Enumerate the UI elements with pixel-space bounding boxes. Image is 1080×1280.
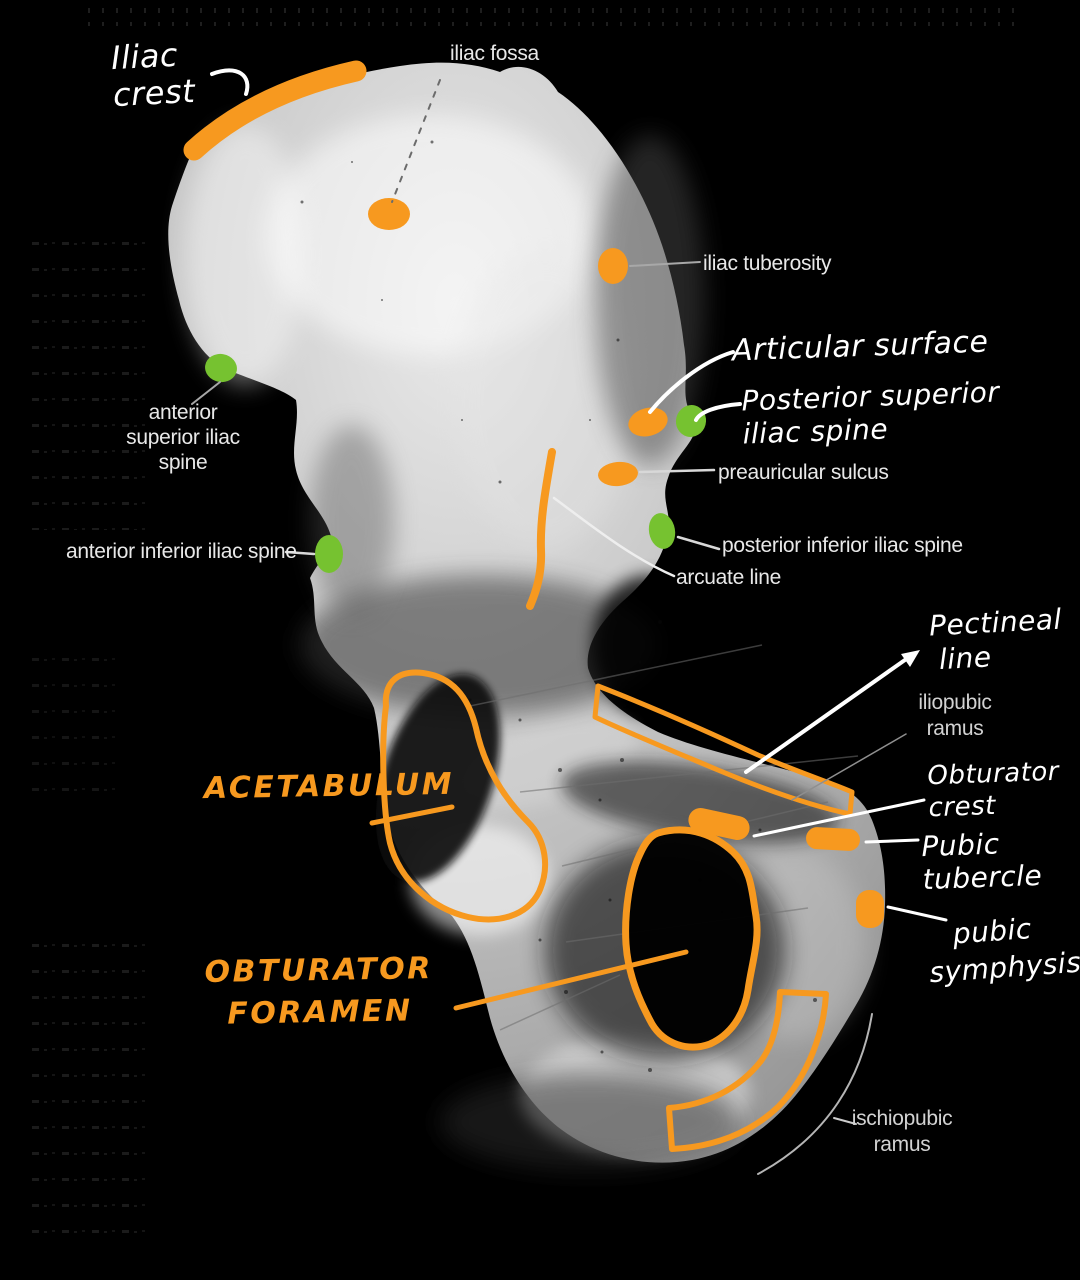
arcuate-line-label: arcuate line bbox=[676, 566, 781, 589]
preauricular-sulcus-label: preauricular sulcus bbox=[718, 461, 889, 484]
bone-speckles bbox=[300, 140, 817, 1072]
pubic-tubercle-spot bbox=[806, 827, 860, 851]
ischiopubic-ramus-label: ischiopubic ramus bbox=[842, 1106, 962, 1158]
iliac-tuberosity-spot bbox=[598, 248, 628, 284]
iliopubic-ramus-label: iliopubic ramus bbox=[900, 690, 1010, 742]
acetabular-fossa-shadow bbox=[375, 673, 501, 883]
obturator-foramen-hole bbox=[625, 829, 758, 1048]
label-line: anterior bbox=[148, 401, 218, 424]
arcuate-line-highlight bbox=[526, 448, 556, 610]
anterior-superior-iliac-spine-spot bbox=[205, 353, 237, 383]
scan-edge-texture-left-upper bbox=[28, 230, 148, 530]
pubic-tubercle-label: Pubic tubercle bbox=[921, 826, 1043, 896]
bone-highlight bbox=[455, 250, 635, 550]
iliopubic-leader bbox=[791, 733, 907, 801]
arcuate-line-leader bbox=[552, 496, 676, 578]
iliac-tuberosity-leader bbox=[629, 261, 701, 267]
label-line: crest bbox=[928, 790, 997, 824]
hip-bone-body bbox=[168, 62, 886, 1170]
obturator-crest-label: Obturator crest bbox=[927, 756, 1061, 825]
iliac-crest-highlight-stripe bbox=[183, 60, 367, 161]
obturator-crest-spot bbox=[688, 808, 750, 840]
orange-outline-highlights bbox=[183, 60, 855, 1152]
sciatic-notch-shadow bbox=[593, 575, 703, 715]
asis-label: anterior superior iliac spine bbox=[116, 400, 250, 475]
piis-leader bbox=[676, 535, 721, 551]
psis-leader bbox=[694, 402, 742, 422]
acetabulum-leader bbox=[369, 804, 455, 826]
bone-shadow bbox=[310, 425, 394, 615]
label-line: ramus bbox=[873, 1133, 931, 1156]
ischiopubic-curve-leader bbox=[757, 1013, 873, 1175]
iliac-fossa-label: iliac fossa bbox=[450, 42, 539, 65]
ischiopubic-short-leader bbox=[833, 1117, 857, 1125]
iliac-crest-label: Iliac crest bbox=[110, 36, 196, 114]
label-line: superior iliac bbox=[126, 426, 240, 449]
asis-leader bbox=[191, 381, 221, 405]
pubic-symphysis-label: pubic symphysis bbox=[926, 907, 1080, 991]
iliac-fossa-leader bbox=[391, 79, 441, 203]
acetabulum-outline bbox=[380, 669, 549, 923]
label-line: Iliac bbox=[110, 35, 179, 78]
bone-highlight bbox=[185, 125, 305, 385]
label-line: tubercle bbox=[922, 858, 1043, 897]
pubic-tubercle-leader bbox=[864, 838, 920, 844]
label-line: ischiopubic bbox=[851, 1107, 953, 1130]
leader-lines bbox=[191, 68, 948, 1175]
piis-label: posterior inferior iliac spine bbox=[722, 534, 963, 557]
anterior-inferior-iliac-spine-spot bbox=[315, 535, 343, 573]
auricular-surface-spot bbox=[628, 407, 668, 437]
label-line: Pubic bbox=[920, 827, 1001, 864]
label-line: crest bbox=[112, 71, 197, 114]
iliac-crest-leader bbox=[210, 68, 250, 96]
pectineal-line-outline bbox=[592, 683, 855, 817]
preauricular-sulcus-spot bbox=[598, 461, 638, 487]
bone-shadow bbox=[440, 1074, 740, 1170]
scan-edge-texture-top bbox=[85, 8, 1015, 26]
label-line: ACETABULUM bbox=[203, 766, 455, 807]
label-line: Pectineal bbox=[928, 602, 1063, 643]
label-line: ramus bbox=[926, 717, 984, 740]
obturator-foramen-leader bbox=[453, 949, 689, 1011]
iliac-tuberosity-label: iliac tuberosity bbox=[703, 252, 832, 275]
posterior-inferior-iliac-spine-spot bbox=[648, 513, 676, 549]
obturator-crest-leader bbox=[752, 798, 926, 838]
pubic-symphysis-spot bbox=[856, 890, 884, 928]
label-line: FORAMEN bbox=[227, 993, 413, 1032]
label-line: Obturator bbox=[926, 756, 1060, 792]
preauricular-leader bbox=[638, 468, 716, 474]
acetabulum-label: ACETABULUM bbox=[203, 766, 455, 807]
posterior-superior-iliac-spine-spot bbox=[675, 405, 707, 437]
pectineal-line-label: Pectineal line bbox=[928, 603, 1064, 678]
psis-label: Posterior superior iliac spine bbox=[741, 376, 1001, 451]
scan-edge-texture-left-mid bbox=[28, 640, 118, 800]
highlight-spots bbox=[205, 198, 884, 928]
pubic-symphysis-leader bbox=[886, 905, 948, 922]
iliac-fossa-spot bbox=[368, 198, 410, 230]
label-line: iliopubic bbox=[918, 691, 992, 714]
aiis-label: anterior inferior iliac spine bbox=[66, 540, 297, 563]
obturator-foramen-outline bbox=[622, 826, 761, 1051]
ischiopubic-ramus-outline bbox=[666, 989, 829, 1152]
scan-edge-texture-left-lower bbox=[28, 940, 148, 1240]
label-line: spine bbox=[158, 451, 208, 474]
articular-surface-leader bbox=[648, 350, 735, 414]
bone-shadow bbox=[561, 761, 839, 843]
label-line: line bbox=[938, 640, 993, 677]
obturator-foramen-label: OBTURATOR FORAMEN bbox=[204, 948, 434, 1036]
label-line: OBTURATOR bbox=[204, 951, 434, 990]
aiis-leader bbox=[284, 550, 316, 556]
pectineal-arrow-head bbox=[901, 650, 920, 667]
pectineal-arrow-line bbox=[744, 653, 914, 774]
